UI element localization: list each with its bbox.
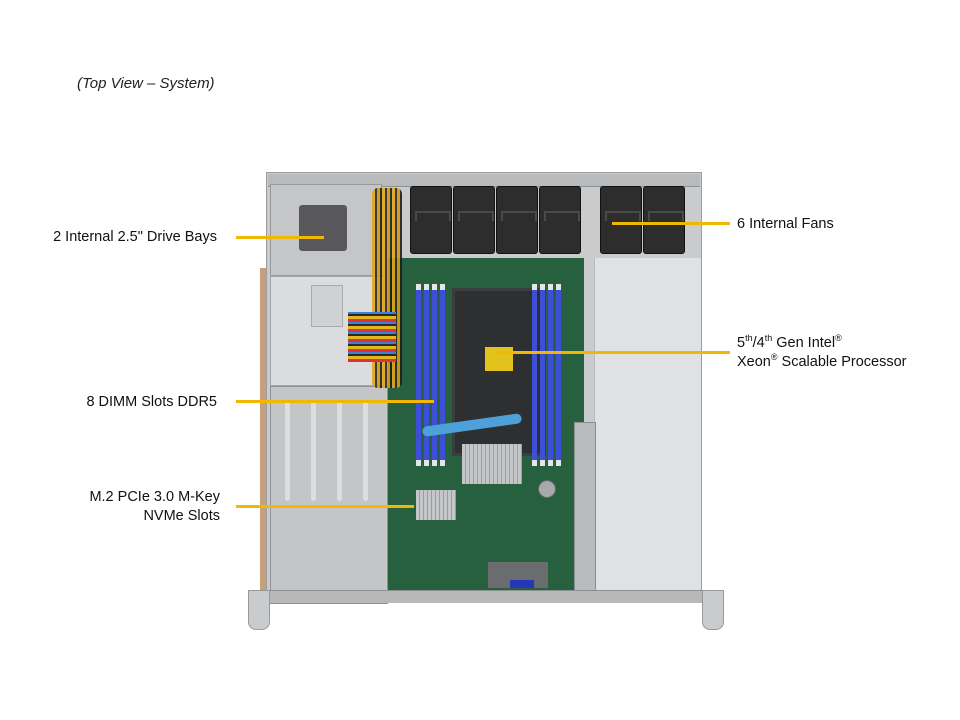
fan: [410, 186, 452, 254]
dimm-slot: [540, 284, 545, 466]
psu-rib: [285, 401, 290, 501]
riser-card: [574, 422, 596, 598]
vga-port: [510, 580, 534, 588]
drive-bay-bracket: [270, 184, 382, 276]
callout-dimm: 8 DIMM Slots DDR5: [86, 394, 217, 410]
leader-line-m2: [236, 505, 414, 508]
fan-row: [410, 186, 685, 256]
processor-text: /4: [752, 335, 765, 351]
left-rail: [260, 268, 268, 598]
processor-sup: th: [745, 333, 753, 343]
dimm-slot: [416, 284, 421, 466]
fan: [539, 186, 581, 254]
dimm-slot: [440, 284, 445, 466]
psu-rib: [337, 401, 342, 501]
dimm-slot: [556, 284, 561, 466]
callout-m2: M.2 PCIe 3.0 M-Key NVMe Slots: [89, 488, 220, 526]
right-handle: [702, 590, 724, 630]
fan: [643, 186, 685, 254]
drive-bay-opening: [299, 205, 347, 251]
processor-text: 5: [737, 335, 746, 351]
processor-text: Xeon: [737, 354, 771, 370]
processor-text: Scalable Processor: [777, 354, 907, 370]
psu-rib: [311, 401, 316, 501]
dimm-slot: [424, 284, 429, 466]
dimm-slot: [532, 284, 537, 466]
cmos-battery: [538, 480, 556, 498]
fan: [453, 186, 495, 254]
callout-drive-bays: 2 Internal 2.5" Drive Bays: [53, 229, 217, 245]
chipset-heatsink: [462, 444, 522, 484]
leader-line-processor: [497, 351, 730, 354]
processor-sup: th: [764, 333, 773, 343]
fan: [600, 186, 642, 254]
callout-fans: 6 Internal Fans: [737, 216, 834, 232]
m2-text: M.2 PCIe 3.0 M-Key: [89, 489, 220, 505]
registered-mark: ®: [835, 333, 842, 343]
rear-panel: [266, 590, 702, 603]
left-handle: [248, 590, 270, 630]
callout-processor: 5th/4th Gen Intel® Xeon® Scalable Proces…: [737, 334, 906, 372]
leader-line-fans: [612, 222, 730, 225]
processor-text: Gen Intel: [772, 335, 836, 351]
m2-text: NVMe Slots: [143, 508, 220, 524]
server-chassis-top-view: [248, 172, 724, 630]
figure-caption: (Top View – System): [77, 75, 215, 92]
fan: [496, 186, 538, 254]
power-supply: [270, 386, 388, 604]
leader-line-dimm: [236, 400, 434, 403]
registered-mark: ®: [770, 352, 778, 362]
psu-rib: [363, 401, 368, 501]
leader-line-drive-bays: [236, 236, 324, 239]
lan-heatsink: [416, 490, 456, 520]
dimm-slot: [548, 284, 553, 466]
dimm-slot: [432, 284, 437, 466]
psu-cover-tab: [311, 285, 343, 327]
psu-wires: [348, 312, 396, 362]
expansion-area: [594, 258, 701, 598]
